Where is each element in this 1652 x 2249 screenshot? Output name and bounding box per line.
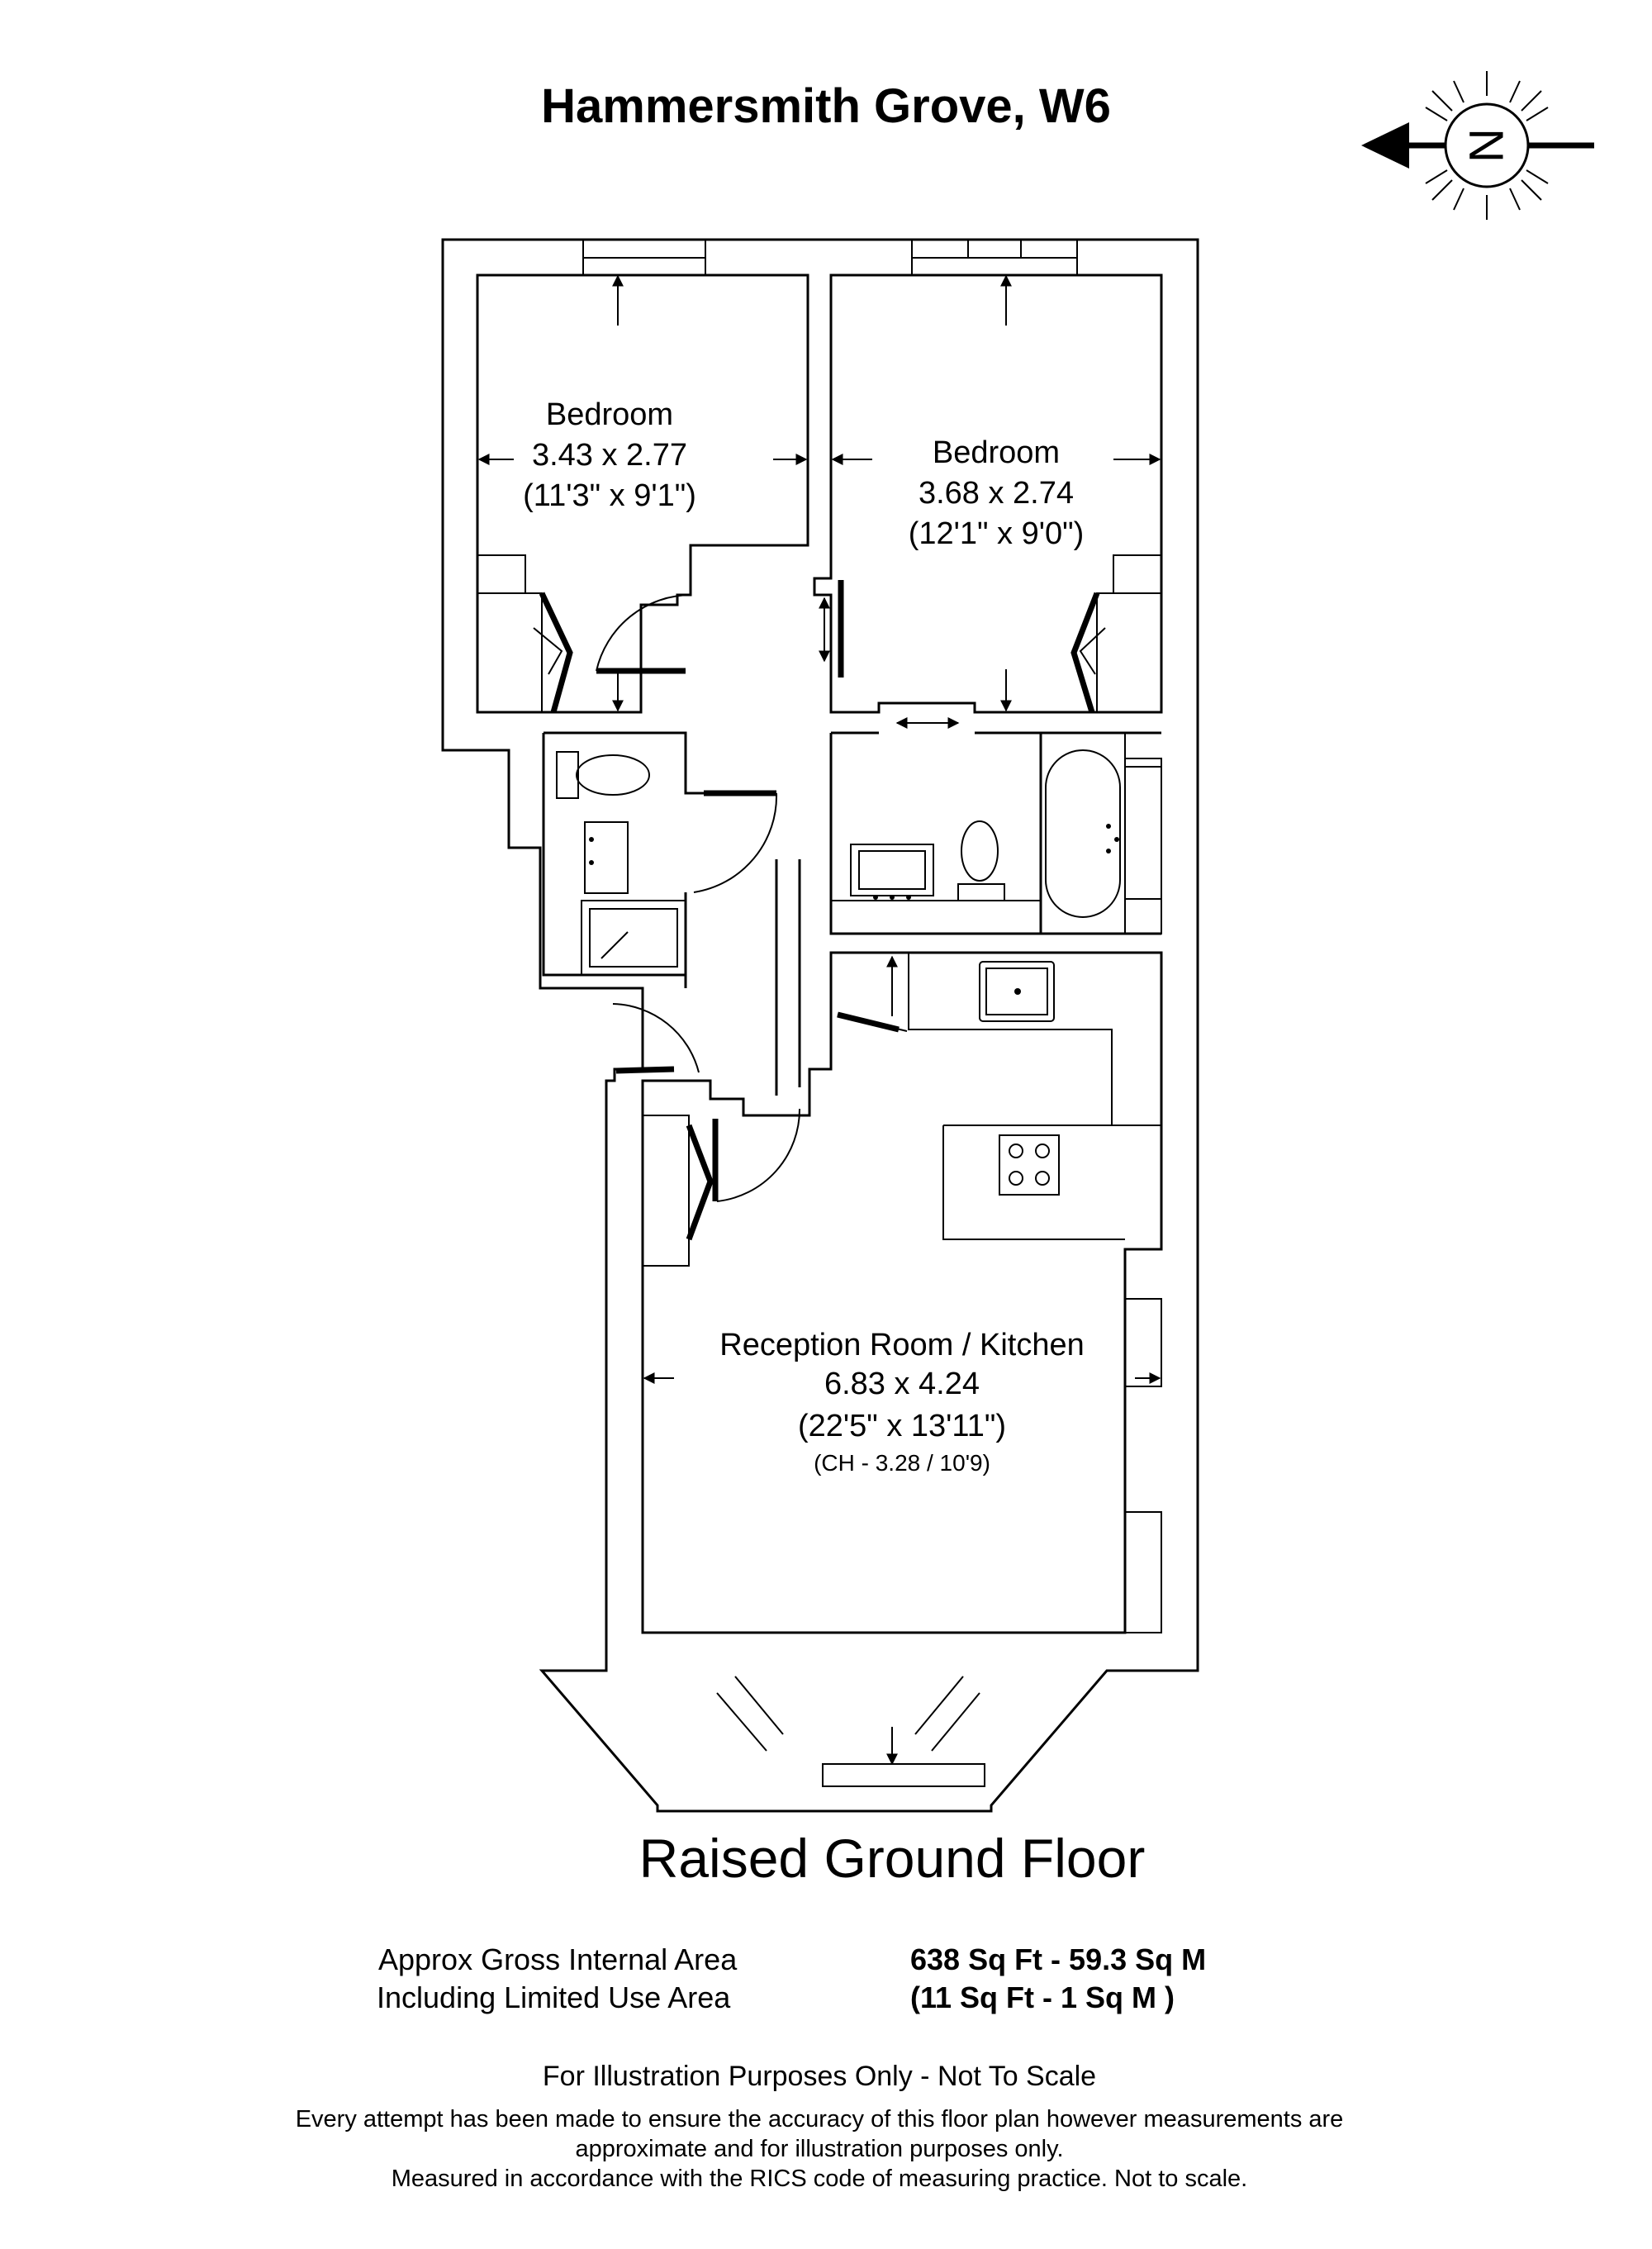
floor-name: Raised Ground Floor [639, 1828, 1146, 1889]
doors [596, 580, 908, 1202]
basin-icon [584, 821, 629, 894]
room-label-bedroom-2: Bedroom 3.68 x 2.74 (12'1" x 9'0") [909, 435, 1085, 551]
room-name: Bedroom [546, 397, 673, 432]
limited-area-value: (11 Sq Ft - 1 Sq M ) [910, 1980, 1175, 2014]
basin-icon [850, 844, 934, 900]
wardrobes [477, 554, 1162, 1267]
kitchen-fixtures [908, 953, 1161, 1240]
toilet-icon [957, 820, 1005, 901]
room-metric: 3.43 x 2.77 [532, 438, 687, 473]
shower-room-fixtures [556, 751, 686, 976]
compass-north-label: N [1460, 128, 1514, 163]
outer-walls [441, 238, 1199, 1813]
room-label-reception: Reception Room / Kitchen 6.83 x 4.24 (22… [719, 1328, 1084, 1476]
disclaimer-line-1: Every attempt has been made to ensure th… [296, 2106, 1344, 2133]
bathroom-fixtures [831, 732, 1162, 934]
room-name: Reception Room / Kitchen [719, 1328, 1084, 1362]
windows [582, 239, 1162, 1787]
room-imperial: (11'3" x 9'1") [523, 478, 696, 513]
gross-area-label: Approx Gross Internal Area [378, 1942, 738, 1976]
room-metric: 3.68 x 2.74 [919, 476, 1074, 511]
toilet-icon [556, 751, 650, 799]
room-imperial: (22'5" x 13'11") [798, 1409, 1006, 1443]
gross-area-value: 638 Sq Ft - 59.3 Sq M [910, 1942, 1206, 1976]
dimension-arrows [477, 274, 1161, 1766]
area-summary: Approx Gross Internal Area 638 Sq Ft - 5… [377, 1942, 1206, 2014]
room-name: Bedroom [933, 435, 1060, 470]
room-metric: 6.83 x 4.24 [824, 1367, 980, 1401]
room-label-bedroom-1: Bedroom 3.43 x 2.77 (11'3" x 9'1") [523, 397, 696, 513]
shower-tray-icon [581, 900, 686, 976]
bath-icon [1040, 732, 1162, 934]
hob-icon [999, 1134, 1060, 1196]
limited-area-label: Including Limited Use Area [377, 1980, 731, 2014]
sink-icon [979, 961, 1055, 1022]
north-compass-icon: N [1361, 71, 1594, 220]
room-imperial: (12'1" x 9'0") [909, 516, 1085, 551]
disclaimer-line-3: Measured in accordance with the RICS cod… [392, 2166, 1247, 2192]
page-title: Hammersmith Grove, W6 [541, 79, 1111, 133]
disclaimer-line-2: approximate and for illustration purpose… [575, 2136, 1063, 2162]
disclaimer: For Illustration Purposes Only - Not To … [296, 2061, 1344, 2192]
illustration-notice: For Illustration Purposes Only - Not To … [543, 2061, 1096, 2092]
room-ceiling-height: (CH - 3.28 / 10'9) [814, 1450, 990, 1476]
